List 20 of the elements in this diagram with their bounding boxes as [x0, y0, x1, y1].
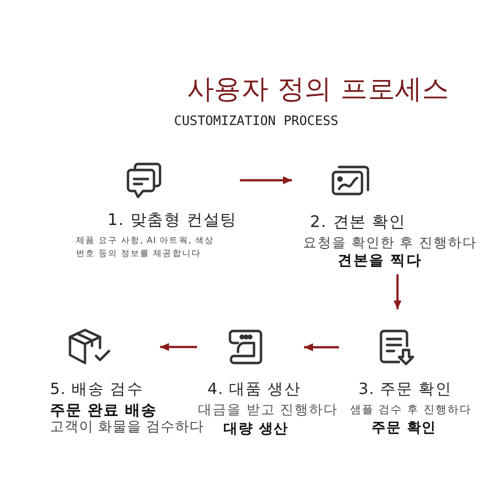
subheading: 대량 생산 [224, 421, 288, 438]
step-heading: 5. 배송 검수 [50, 381, 144, 399]
step-heading: 2. 견본 확인 [310, 213, 406, 232]
subtitle: CUSTOMIZATION PROCESS [174, 115, 338, 130]
subheading: 주문 확인 [372, 420, 436, 436]
step-heading: 3. 주문 확인 [358, 381, 452, 399]
description: 제품 요구 사항, AI 아트웍, 색상 번호 등의 정보를 제공합니다 [76, 235, 216, 260]
arrow [160, 343, 198, 351]
step-heading: 1. 맞춤형 컨설팅 [108, 211, 237, 230]
arrow [304, 343, 339, 352]
description: 샘플 검수 후 진행하다 [350, 404, 472, 417]
arrow [394, 274, 402, 310]
description: 고객이 화물을 검수하다 [50, 419, 204, 436]
arrow [240, 176, 292, 184]
subheading: 견본을 찍다 [338, 253, 422, 270]
step-heading: 4. 대품 생산 [208, 381, 301, 399]
description: 요청을 확인한 후 진행하다 [303, 236, 477, 252]
title: 사용자 정의 프로세스 [187, 74, 450, 106]
description: 대금을 받고 진행하다 [198, 403, 338, 419]
subheading: 주문 완료 배송 [50, 402, 157, 420]
